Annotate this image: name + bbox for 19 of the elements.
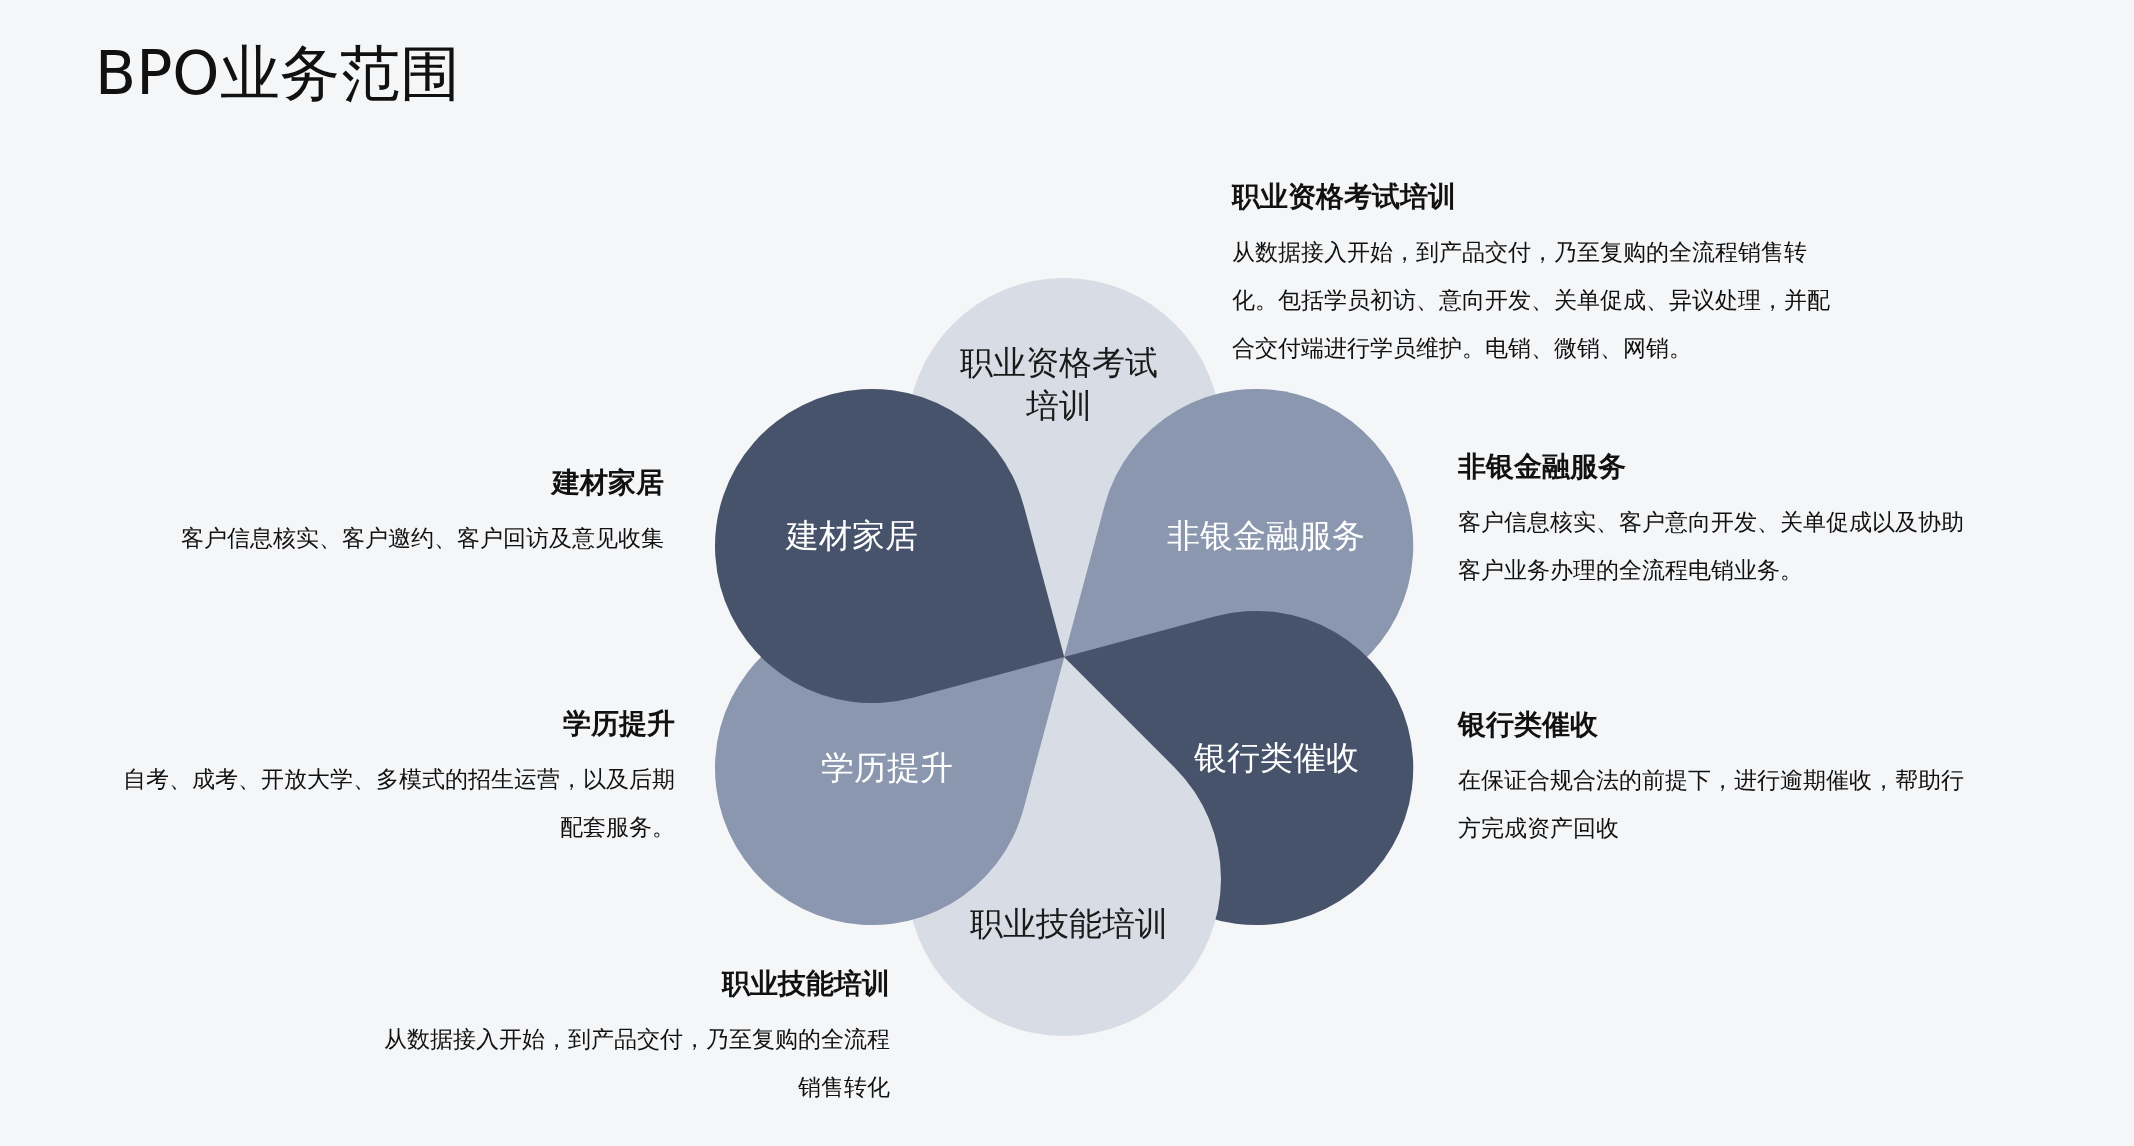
heading: 职业资格考试培训 [1232,179,1456,215]
description: 从数据接入开始，到产品交付，乃至复购的全流程销售转化。包括学员初访、意向开发、关单促成、异议处理，并配合交付端进行学员维护。电销、微销、网销。 [1232,238,1831,363]
description: 客户信息核实、客户邀约、客户回访及意见收集 [180,524,664,553]
heading: 学历提升 [563,706,675,742]
petal-label: 非银金融服务 [1166,514,1367,557]
description: 从数据接入开始，到产品交付，乃至复购的全流程销售转化 [383,1025,890,1102]
description: 客户信息核实、客户意向开发、关单促成以及协助客户业务办理的全流程电销业务。 [1458,508,1965,585]
petal-label: 职业资格考试培训 [959,342,1159,427]
heading: 非银金融服务 [1458,449,1626,485]
description: 自考、成考、开放大学、多模式的招生运营，以及后期配套服务。 [122,765,675,842]
petal-label: 职业技能培训 [969,902,1169,945]
petal-label: 建材家居 [784,514,919,557]
petal-label: 银行类催收 [1192,736,1360,779]
petal-label: 学历提升 [819,746,954,789]
heading: 建材家居 [552,465,664,501]
description: 在保证合规合法的前提下，进行逾期催收，帮助行方完成资产回收 [1458,766,1965,843]
page-title: BPO业务范围 [95,37,460,110]
heading: 职业技能培训 [722,966,890,1002]
heading: 银行类催收 [1458,707,1598,743]
